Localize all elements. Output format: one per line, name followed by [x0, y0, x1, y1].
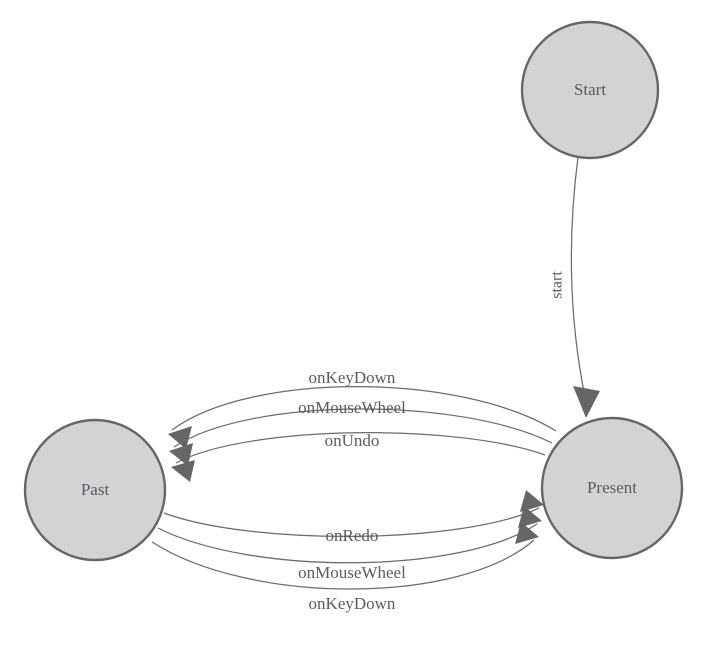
node-present[interactable]: Present	[540, 416, 684, 560]
arrowhead-onundo	[171, 460, 195, 482]
node-start-circle	[520, 20, 660, 160]
arrowhead-start	[573, 386, 600, 418]
edge-path-onkeydown-bottom	[151, 539, 535, 590]
arrowhead-onmousewheel-bottom	[518, 506, 542, 528]
node-past-circle	[23, 418, 167, 562]
edge-label-onkeydown-bottom: onKeyDown	[309, 594, 396, 613]
edge-path-onundo	[175, 432, 546, 464]
edge-path-onmousewheel-bottom	[157, 523, 538, 564]
edge-path-start	[570, 156, 585, 393]
edge-past-to-present-onkeydown[interactable]	[151, 522, 539, 590]
edge-path-onkeydown-top	[171, 386, 557, 432]
node-present-circle	[540, 416, 684, 560]
arrowhead-onmousewheel-top	[169, 443, 193, 466]
edge-label-onredo: onRedo	[326, 526, 379, 545]
edge-path-onredo	[163, 507, 540, 537]
edge-label-onundo: onUndo	[325, 431, 380, 450]
node-start[interactable]: Start	[520, 20, 660, 160]
edge-start-to-present[interactable]	[570, 156, 600, 418]
edge-label-onkeydown-top: onKeyDown	[309, 368, 396, 387]
node-past-label: Past	[81, 480, 110, 499]
edge-label-onmousewheel-bottom: onMouseWheel	[298, 563, 406, 582]
edge-past-to-present-onredo[interactable]	[163, 490, 544, 537]
node-past[interactable]: Past	[23, 418, 167, 562]
arrowhead-onredo	[520, 490, 544, 512]
edge-path-onmousewheel-top	[173, 408, 553, 448]
edge-group-present-to-past	[168, 386, 557, 482]
edge-present-to-past-onundo[interactable]	[171, 432, 546, 482]
edge-present-to-past-onkeydown[interactable]	[168, 386, 557, 449]
arrowhead-onkeydown-bottom	[515, 522, 539, 544]
node-start-label: Start	[574, 80, 606, 99]
edge-group-past-to-present	[151, 490, 544, 590]
edge-present-to-past-onmousewheel[interactable]	[169, 408, 553, 466]
arrowhead-onkeydown-top	[168, 426, 192, 449]
edge-label-onmousewheel-top: onMouseWheel	[298, 398, 406, 417]
edge-label-start: start	[549, 271, 566, 299]
node-present-label: Present	[587, 478, 637, 497]
edge-past-to-present-onmousewheel[interactable]	[157, 506, 542, 564]
